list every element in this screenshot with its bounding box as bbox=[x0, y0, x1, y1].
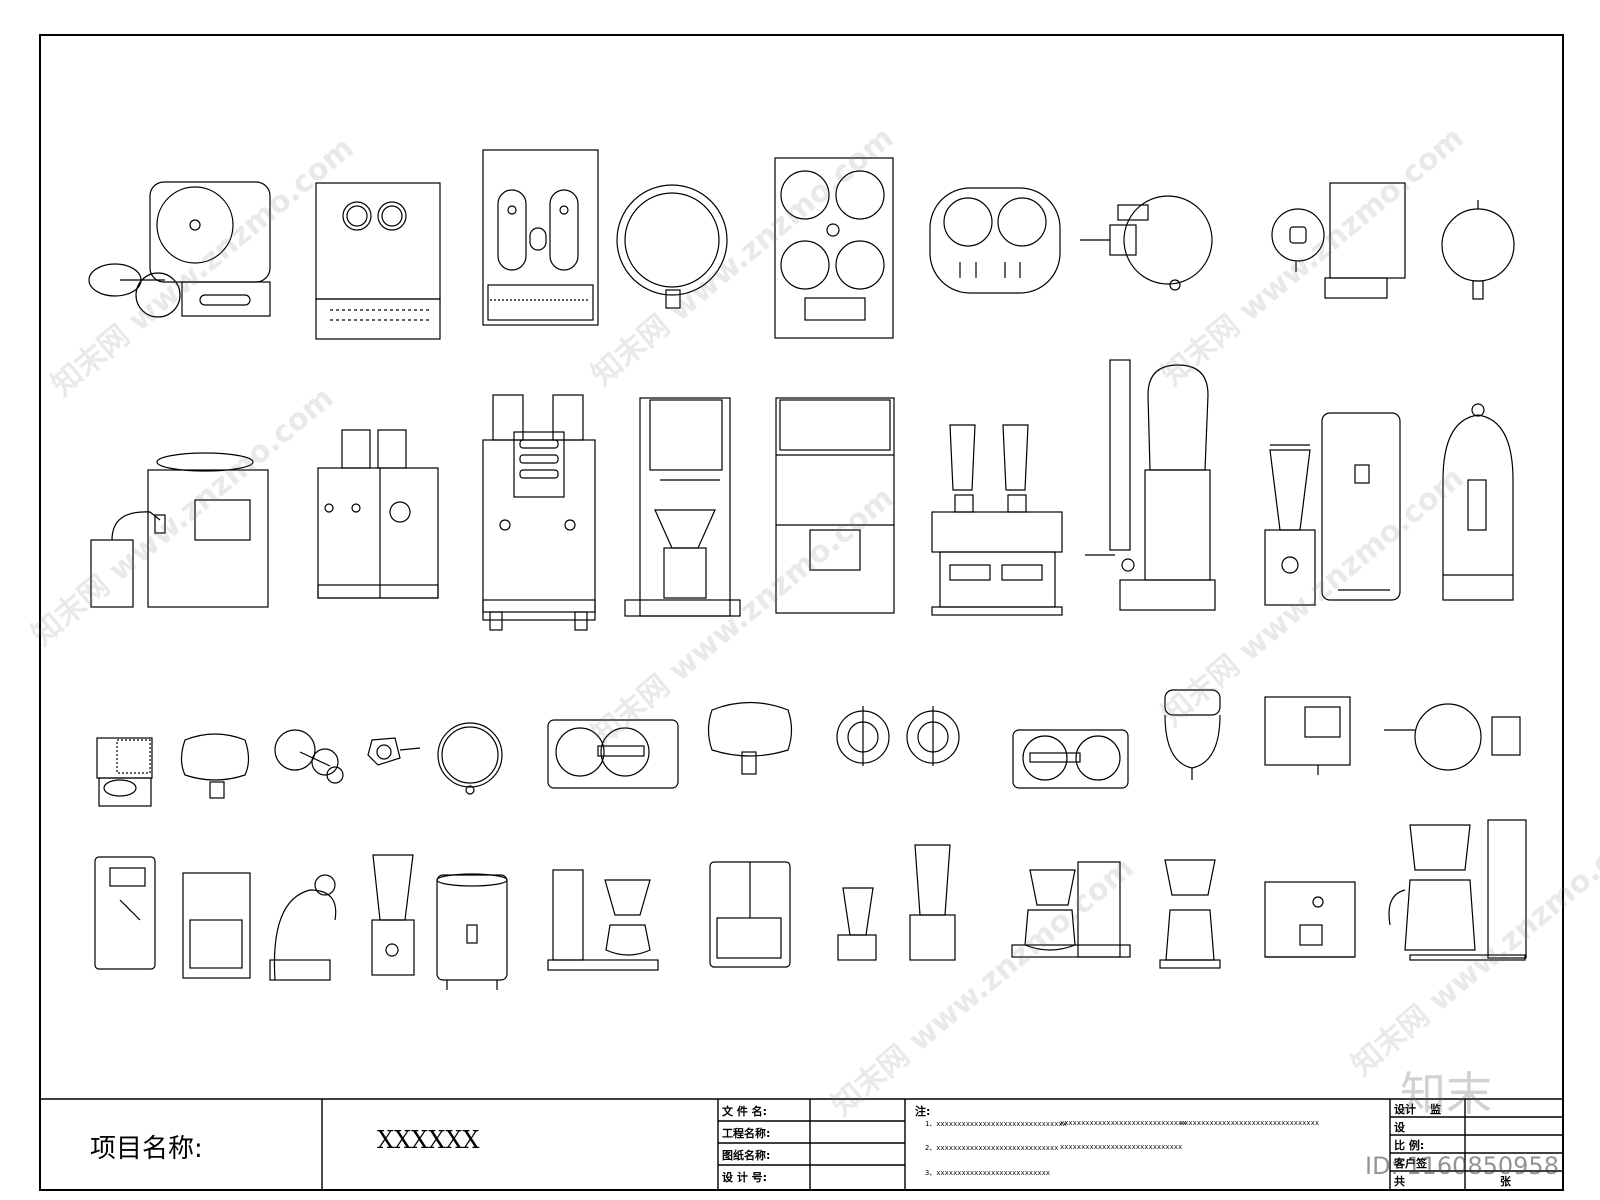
bean-grinder-cabinet-front bbox=[775, 397, 895, 614]
four-burner-brewer-top-view bbox=[774, 157, 894, 339]
note-line: 2、xxxxxxxxxxxxxxxxxxxxxxxxxxxxx bbox=[925, 1144, 1059, 1152]
double-warmer-top-2 bbox=[1012, 729, 1129, 789]
kettle-top-view bbox=[1080, 195, 1213, 291]
stand-mixer-side bbox=[269, 874, 337, 981]
drawing-name-field: 图纸名称: bbox=[722, 1149, 771, 1162]
notes-label: 注: bbox=[915, 1105, 931, 1118]
note-line: xxxxxxxxxxxxxxxxxxxxxxxxxxxxx bbox=[1060, 1143, 1183, 1151]
mixer-top-view bbox=[274, 729, 344, 784]
blender-pair bbox=[837, 844, 956, 961]
twin-hopper-machine-front bbox=[317, 429, 439, 599]
refrigerator-front bbox=[1321, 412, 1401, 601]
pourover-coffee-maker bbox=[547, 869, 659, 971]
super-automatic-machine-front bbox=[90, 452, 269, 608]
countertop-blender-front bbox=[371, 854, 415, 976]
pot-top-round bbox=[437, 722, 503, 795]
water-dispenser-front bbox=[94, 856, 156, 970]
blender-front bbox=[1264, 444, 1316, 606]
drip-brewer-front-2 bbox=[709, 861, 791, 968]
note-line: 3、xxxxxxxxxxxxxxxxxxxxxxxxxxx bbox=[925, 1169, 1051, 1177]
project-name-value: XXXXXX bbox=[377, 1126, 480, 1154]
octagon-pots-top bbox=[836, 706, 960, 766]
kettle-top-large bbox=[1384, 703, 1521, 771]
file-name-field: 文 件 名: bbox=[722, 1105, 768, 1118]
double-brewer-top-view bbox=[929, 187, 1061, 294]
kettle-top-small bbox=[367, 737, 421, 766]
double-warmer-top-1 bbox=[547, 719, 679, 789]
drip-brewer-front-1 bbox=[182, 872, 251, 979]
dome-urn-front bbox=[1442, 403, 1514, 601]
note-line: 1、xxxxxxxxxxxxxxxxxxxxxxxxxxxxxxx bbox=[925, 1120, 1067, 1128]
note-line: xxxxxxxxxxxxxxxxxxxxxxxxxxxxxxxxx bbox=[1180, 1119, 1320, 1127]
coffee-maker-with-carafe bbox=[1011, 861, 1131, 958]
coffee-machine-top-view-1 bbox=[88, 181, 271, 318]
small-machine-top-1 bbox=[96, 737, 153, 807]
note-line: xxxxxxxxxxxxxxxxxxxxxxxxxxxxxx bbox=[1060, 1119, 1187, 1127]
right-field: 张 bbox=[1500, 1175, 1511, 1188]
kettle-top-view-2 bbox=[1441, 200, 1515, 300]
tall-grinder-front bbox=[624, 397, 741, 617]
double-grinder-front bbox=[931, 424, 1063, 616]
filter-coffee-maker bbox=[1159, 859, 1221, 969]
sheet-frame bbox=[39, 34, 1564, 1191]
right-field: 客户签 bbox=[1394, 1157, 1427, 1170]
round-grinder-top-view bbox=[616, 184, 728, 309]
pod-machine-top bbox=[1164, 689, 1221, 780]
grinder-top-square bbox=[1264, 696, 1351, 775]
shield-shape-top-1 bbox=[180, 733, 250, 799]
image-id-tag: ID: 1160850958 bbox=[1365, 1152, 1559, 1180]
project-name-field: 工程名称: bbox=[722, 1127, 771, 1140]
znzmo-logo: 知末 bbox=[1400, 1067, 1492, 1121]
hot-water-urn-front bbox=[436, 873, 508, 990]
project-name-label: 项目名称: bbox=[90, 1134, 203, 1164]
right-field: 监 bbox=[1430, 1103, 1441, 1116]
right-field: 共 bbox=[1394, 1175, 1405, 1188]
coffee-machine-top-view-3 bbox=[482, 149, 599, 326]
right-field: 设计 bbox=[1394, 1103, 1416, 1116]
modern-coffee-maker bbox=[1388, 819, 1527, 961]
coffee-machine-top-view-2 bbox=[315, 182, 441, 340]
coffee-urn-dispenser bbox=[1085, 359, 1216, 611]
commercial-espresso-front bbox=[482, 394, 596, 631]
right-field: 比 例: bbox=[1394, 1139, 1425, 1152]
right-field: 设 bbox=[1394, 1121, 1405, 1134]
shield-shape-top-2 bbox=[707, 701, 793, 775]
title-block bbox=[40, 1098, 1563, 1190]
design-no-field: 设 计 号: bbox=[722, 1171, 768, 1184]
espresso-machine-top-view bbox=[1271, 182, 1406, 299]
espresso-machine-front-small bbox=[1264, 881, 1356, 958]
